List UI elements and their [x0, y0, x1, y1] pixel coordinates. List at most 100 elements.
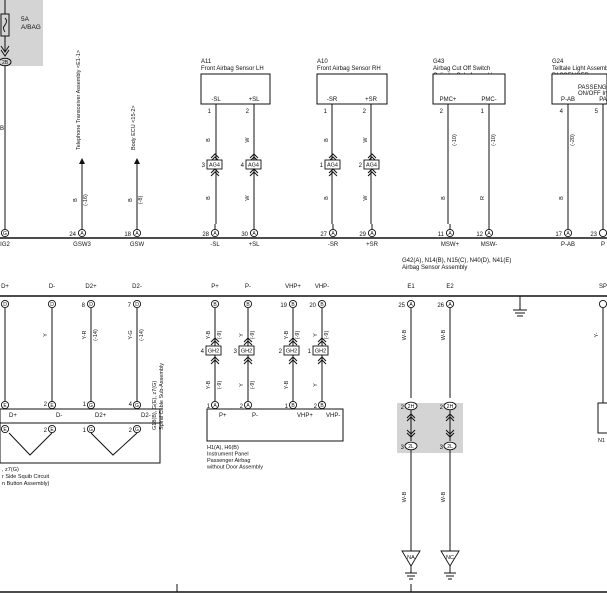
- component-inner-b-3: ON/OFF In: [578, 91, 607, 97]
- top-connector-6-letter: A: [370, 231, 374, 237]
- bottom-connector-name-1: D-: [49, 284, 55, 290]
- junction-bot-pin-1: 3: [440, 445, 444, 451]
- gh2-wire-color-2: Y-B: [284, 380, 290, 389]
- component-pin-0-0: 1: [208, 109, 212, 115]
- top-connector-name-7: MSW+: [441, 242, 460, 248]
- top-wire-color-3: W: [245, 195, 251, 201]
- right-edge-code: N1: [598, 438, 605, 444]
- top-connector-name-5: -SR: [328, 242, 339, 248]
- top-wire-color-4: B: [324, 196, 330, 200]
- bottom-connector-9-letter: A: [448, 302, 452, 308]
- top-connector-name-6: +SR: [366, 242, 379, 248]
- gh2-connector-1-code: GH2: [241, 349, 252, 355]
- gh2-connector-0-box: [205, 345, 222, 356]
- bottom-connector-pin-2: 8: [82, 303, 86, 309]
- bottom-connector-4: [210, 299, 220, 309]
- top-wire-color-7: R: [480, 196, 486, 200]
- component-term-0-1: +SL: [249, 97, 261, 103]
- pa-pin-3: 2: [314, 404, 318, 410]
- ground-symbol-1: [444, 572, 456, 580]
- spiral-term-2: D2+: [95, 413, 107, 419]
- top-connector-pin-1: 24: [69, 232, 76, 238]
- ag4-chevron-low-1: [249, 168, 259, 177]
- squib-lines: [8, 432, 138, 456]
- passenger-airbag-box: [206, 408, 344, 442]
- gh2-wire-color-3: Y: [313, 383, 319, 387]
- pa-term-1: P-: [252, 413, 258, 419]
- component-code-3: G24: [552, 59, 564, 65]
- top-connector-name-0: IG2: [0, 242, 10, 248]
- gh2-chevron-low-2: [288, 356, 298, 365]
- bottom-connector-name-8: E1: [407, 284, 415, 290]
- top-connector-5-letter: A: [331, 231, 335, 237]
- bottom-connector-0-letter: D: [3, 302, 7, 308]
- ecu-caption-connectors: G42(A), N14(B), N15(C), N40(D), N41(E): [402, 258, 511, 264]
- ag4-connector-0-pin: 3: [202, 163, 206, 169]
- gh2-connector-0-code: GH2: [208, 349, 219, 355]
- top-connector-pin-6: 29: [359, 232, 366, 238]
- top-wire-note-0: (-16): [83, 194, 89, 206]
- top-connector-2-letter: A: [135, 231, 139, 237]
- top-wire-note-7: (-10): [491, 134, 497, 146]
- gh2-connector-2-code: GH2: [286, 349, 297, 355]
- ground-label-0: NA: [407, 555, 415, 561]
- ground-wire-color-0: W-B: [402, 491, 408, 502]
- fuse-block: 5A A/BAG 2B: [0, 0, 43, 67]
- passenger-airbag-caption-3: without Door Assembly: [206, 465, 263, 471]
- spiral-caption-2: Spiral Cable Sub-Assembly: [159, 363, 165, 430]
- gh2-chevron-low-0: [210, 356, 220, 365]
- gh2-connector-1-box: [238, 345, 255, 356]
- top-connector-pin-9: 17: [555, 232, 562, 238]
- top-connector-pin-10: 23: [590, 232, 597, 238]
- pa-conn-2-letter: B: [291, 403, 295, 409]
- top-connector-9-letter: A: [566, 231, 570, 237]
- junction-top-0: [404, 401, 418, 411]
- top-connector-9: [563, 228, 573, 238]
- top-connector-6: [367, 228, 377, 238]
- top-wire-note-6: (-10): [452, 134, 458, 146]
- ag4-connector-2-code: AG4: [327, 163, 338, 169]
- pa-conn-0-letter: A: [213, 403, 217, 409]
- bottom-connector-5: [243, 299, 253, 309]
- ag4-connector-3-code: AG4: [366, 163, 377, 169]
- junction-chevron-b-1: [445, 429, 455, 438]
- bottom-wire-note-4: (-9): [217, 331, 223, 340]
- bottom-wire-note-3: (-14): [139, 329, 145, 341]
- spiral-bot-conn-3-letter: G: [135, 427, 139, 433]
- spiral-bot-conn-3: [132, 424, 142, 434]
- gh2-chevron-up-2: [288, 337, 298, 346]
- bottom-connector-name-9: E2: [446, 284, 454, 290]
- component-term-0-0: -SL: [211, 97, 221, 103]
- bottom-wire-color-8: W-B: [402, 329, 408, 340]
- top-connector-pin-5: 27: [320, 232, 327, 238]
- gh2-chevron-low-3: [317, 356, 327, 365]
- passenger-airbag-caption-2: Passenger Airbag: [207, 458, 250, 464]
- top-connector-8-letter: A: [487, 231, 491, 237]
- gh2-connector-3-code: GH2: [315, 349, 326, 355]
- junction-bot-code-0: 2L: [408, 444, 414, 450]
- spiral-bot-conn-2: [86, 424, 96, 434]
- bottom-wire-color-9: W-B: [441, 329, 447, 340]
- bottom-connector-6: [288, 299, 298, 309]
- junction-chevron-b-0: [406, 429, 416, 438]
- bottom-connector-name-6: VHP+: [285, 284, 301, 290]
- spiral-bot-conn-0: [0, 424, 10, 434]
- top-connector-pin-4: 30: [241, 232, 248, 238]
- ecu-ref-arrow-0: [79, 158, 85, 164]
- ag4-connector-2-pin: 1: [320, 163, 324, 169]
- component-term-3-1: PA: [599, 97, 607, 103]
- top-connector-4-letter: A: [252, 231, 256, 237]
- trunk-wire-color: B: [0, 126, 4, 132]
- component-box-1: [316, 73, 388, 105]
- bottom-connector-3-letter: D: [135, 302, 139, 308]
- top-connector-1: [77, 228, 87, 238]
- driver-caption-3: n Button Assembly): [2, 481, 50, 487]
- bottom-wire-color-10: Y-: [594, 332, 600, 337]
- top-connector-pin-8: 12: [476, 232, 483, 238]
- top-connector-5: [328, 228, 338, 238]
- ecu-caption-name: Airbag Sensor Assembly: [402, 265, 467, 271]
- sensor-wire-color-1: W: [245, 137, 251, 143]
- bottom-wire-color-0: Y: [0, 333, 2, 337]
- top-connector-name-4: +SL: [249, 242, 261, 248]
